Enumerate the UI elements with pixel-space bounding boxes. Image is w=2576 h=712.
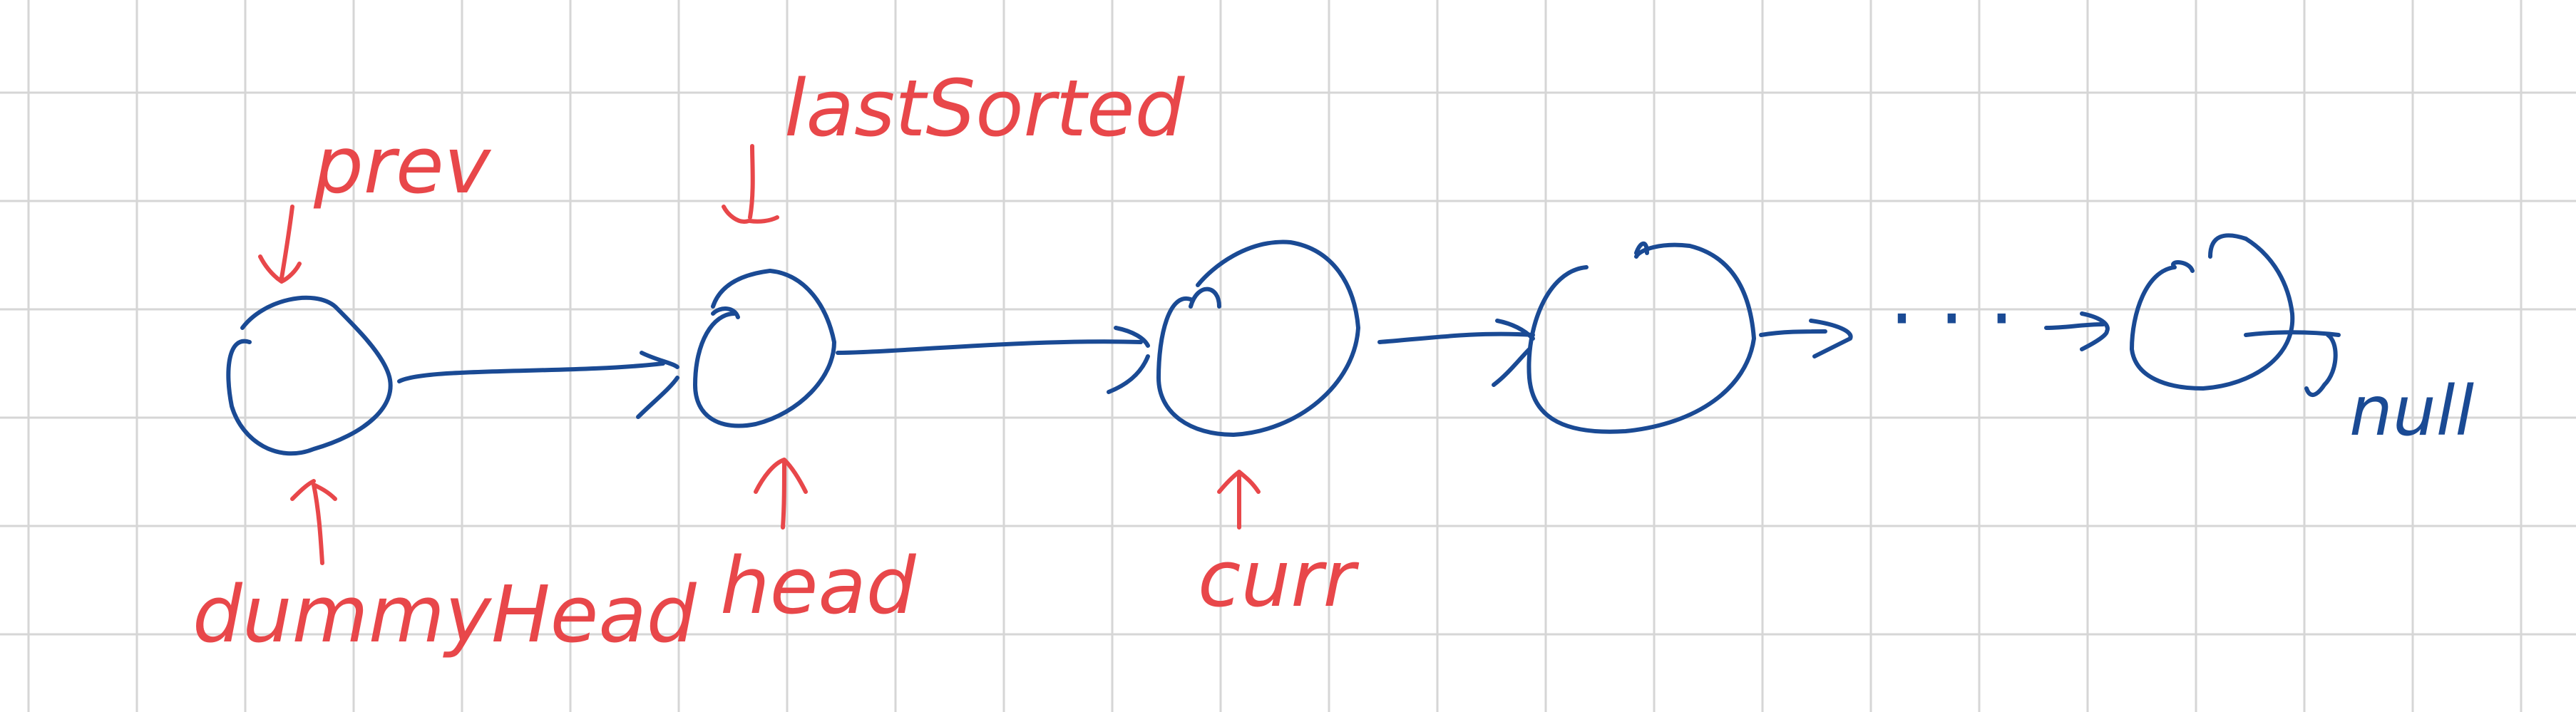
label-head: head (720, 540, 917, 631)
arrow-curr-to-node4 (1377, 319, 1535, 387)
label-null: null (2349, 371, 2474, 451)
tail-null-pointer (2244, 330, 2341, 397)
label-last-sorted: lastSorted (784, 63, 1186, 154)
node-tail (2130, 233, 2295, 391)
arrow-ellipsis-to-tail (2044, 311, 2110, 351)
node-curr (1156, 239, 1360, 437)
node-dummy-head (226, 295, 393, 456)
curr-pointer-arrow (1217, 470, 1261, 530)
node-4 (1526, 241, 1756, 434)
arrow-dummy-to-head (397, 351, 679, 419)
dummy-head-pointer-arrow (290, 479, 337, 565)
arrow-head-to-curr (836, 326, 1150, 394)
arrow-node4-to-ellipsis (1759, 319, 1853, 358)
label-curr: curr (1198, 533, 1359, 624)
last-sorted-pointer-arrow (722, 144, 779, 224)
label-prev: prev (313, 120, 492, 211)
head-pointer-arrow (754, 458, 808, 530)
node-head (693, 269, 836, 428)
label-dummy-head: dummyHead (193, 569, 697, 660)
prev-pointer-arrow (258, 205, 302, 284)
ellipsis: · · · (1889, 273, 2014, 364)
